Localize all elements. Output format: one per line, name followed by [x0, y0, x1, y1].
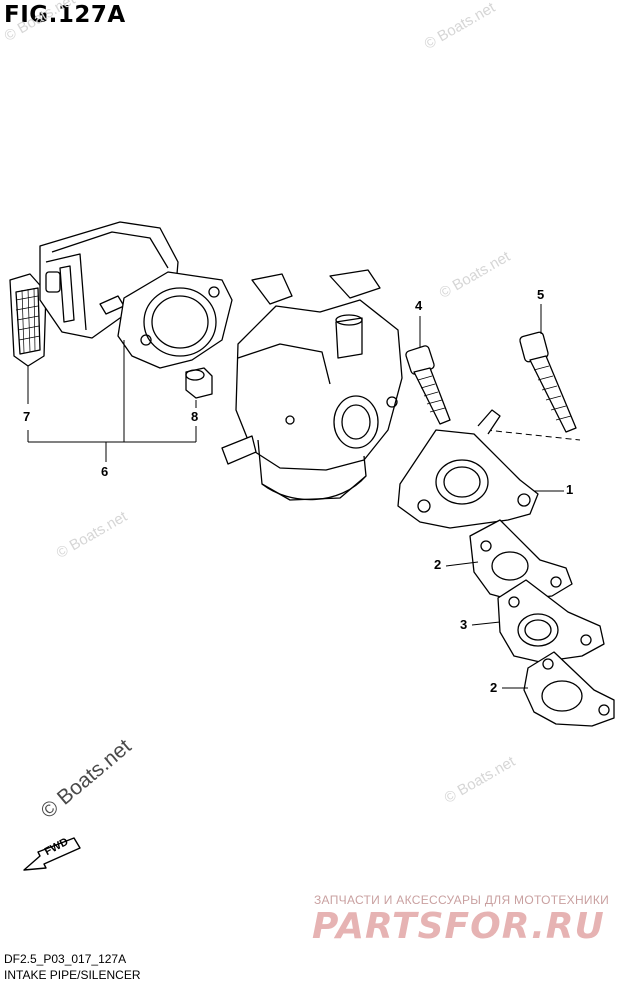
- part-4-bolt: [405, 345, 451, 425]
- part-8-collar: [185, 367, 213, 399]
- figure-title: FIG.127A: [4, 2, 126, 28]
- callout-4: 4: [415, 298, 423, 313]
- callout-2: 2: [490, 680, 498, 695]
- figure-code: DF2.5_P03_017_127A: [4, 952, 127, 966]
- fwd-arrow-icon: [23, 837, 81, 871]
- part-6-silencer: [39, 221, 233, 369]
- part-2-gasket-lower: [523, 651, 615, 727]
- carburetor-assembly: [221, 269, 403, 501]
- part-5-bolt: [519, 331, 577, 433]
- part-7-filter-screen: [9, 273, 47, 367]
- leader-line: [445, 561, 479, 567]
- callout-7: 7: [23, 409, 31, 424]
- shop-logo: PARTSFOR.RU: [312, 906, 605, 947]
- callout-8: 8: [191, 409, 199, 424]
- figure-caption: INTAKE PIPE/SILENCER: [4, 968, 141, 982]
- shop-tagline: ЗАПЧАСТИ И АКСЕССУАРЫ ДЛЯ МОТОТЕХНИКИ: [314, 893, 610, 907]
- callout-2: 2: [434, 557, 442, 572]
- part-2-gasket-upper: [469, 519, 573, 601]
- callout-3: 3: [460, 617, 468, 632]
- callout-6: 6: [101, 464, 109, 479]
- leader-line: [485, 429, 581, 441]
- callout-5: 5: [537, 287, 545, 302]
- part-3-insulator: [497, 579, 605, 663]
- part-1-intake-pipe: [397, 409, 539, 529]
- callout-1: 1: [566, 482, 574, 497]
- leader-line: [471, 621, 501, 626]
